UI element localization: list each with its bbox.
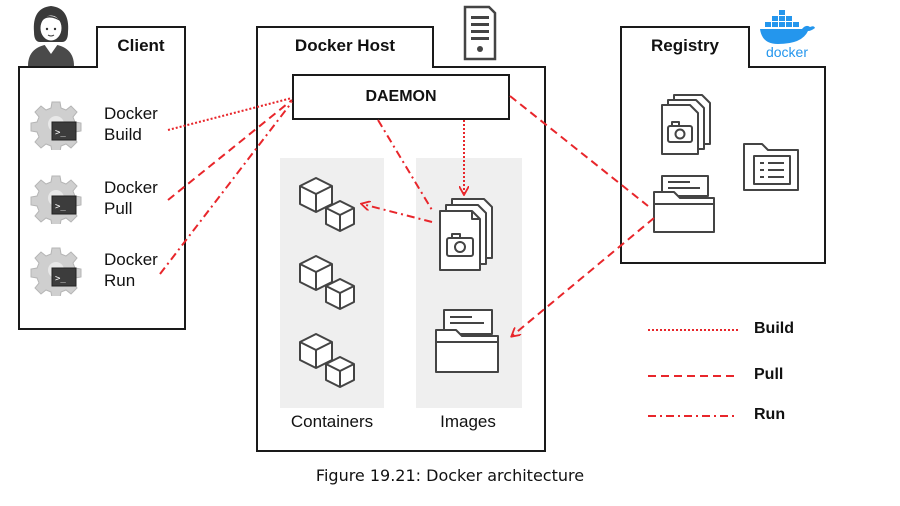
svg-text:>_: >_ xyxy=(55,202,66,212)
command-run-label: Docker Run xyxy=(104,249,158,291)
image-stack-icon xyxy=(439,198,493,271)
cube-icon xyxy=(299,255,355,310)
containers-label: Containers xyxy=(290,412,374,431)
pull-arrow-registry xyxy=(509,95,649,207)
user-avatar-icon xyxy=(28,6,74,66)
figure-caption: Figure 19.21: Docker architecture xyxy=(315,466,585,485)
docker-host-tab xyxy=(256,26,434,68)
gear-terminal-icon: >_ xyxy=(30,101,82,150)
daemon-box xyxy=(292,74,510,120)
registry-title: Registry xyxy=(650,36,720,55)
daemon-label: DAEMON xyxy=(365,88,437,105)
svg-text:>_: >_ xyxy=(55,128,66,138)
svg-text:>_: >_ xyxy=(55,274,66,284)
folder-icon xyxy=(653,175,715,233)
command-run-line2: Run xyxy=(104,271,136,290)
cube-icon xyxy=(299,177,355,232)
legend-build-label: Build xyxy=(754,320,794,337)
gear-terminal-icon: >_ xyxy=(30,247,82,296)
command-pull-line2: Pull xyxy=(104,199,133,218)
command-build-line1: Docker xyxy=(104,104,158,123)
command-pull-line1: Docker xyxy=(104,178,158,197)
command-pull-label: Docker Pull xyxy=(104,177,158,219)
run-arrow-client xyxy=(159,101,293,275)
cube-icon xyxy=(299,333,355,388)
command-build-label: Docker Build xyxy=(104,103,158,145)
run-arrow-containers xyxy=(362,204,433,223)
folder-icon xyxy=(435,309,499,373)
pull-arrow-client xyxy=(167,99,293,201)
docker-whale-icon xyxy=(760,10,815,44)
command-build-line2: Build xyxy=(104,125,142,144)
client-title: Client xyxy=(117,36,165,55)
pull-arrow-images xyxy=(512,217,655,336)
image-stack-icon xyxy=(661,94,711,155)
gear-terminal-icon: >_ xyxy=(30,175,82,224)
build-arrow-client xyxy=(167,97,293,131)
docker-logo-text: docker xyxy=(765,44,809,60)
legend-pull-label: Pull xyxy=(754,366,784,383)
client-tab xyxy=(96,26,186,68)
document-folder-icon xyxy=(743,143,799,191)
command-run-line1: Docker xyxy=(104,250,158,269)
docker-host-title: Docker Host xyxy=(294,36,396,55)
images-label: Images xyxy=(440,412,496,431)
registry-tab xyxy=(620,26,750,68)
server-tower-icon xyxy=(463,5,497,61)
run-arrow-images xyxy=(377,119,433,211)
legend-run-label: Run xyxy=(754,406,786,423)
